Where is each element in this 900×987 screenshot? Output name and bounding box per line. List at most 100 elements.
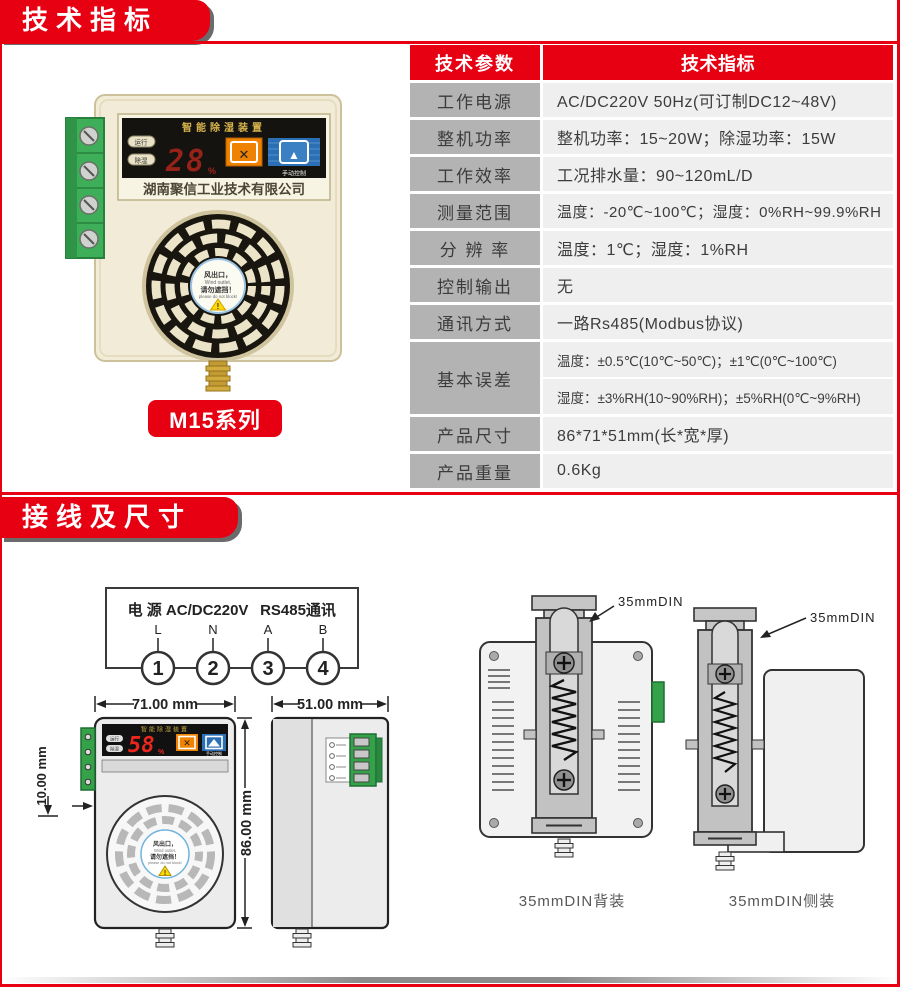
section1-hairline xyxy=(0,41,900,44)
param-cell: 控制输出 xyxy=(410,268,540,302)
value-cell: 86*71*51mm(长*宽*厚) xyxy=(543,417,893,451)
drawing-display-unit: % xyxy=(158,749,165,756)
terminal-number: 4 xyxy=(317,658,329,680)
front-offset-dim: 10.00 mm xyxy=(34,746,49,805)
terminal-letter: L xyxy=(154,622,161,637)
header-param: 技术参数 xyxy=(410,45,540,80)
error-line-humid: 湿度：±3%RH(10~90%RH)；±5%RH(0℃~9%RH) xyxy=(543,379,893,414)
close-icon: ✕ xyxy=(239,147,250,162)
drawing-fan-label-3: 请勿遮挡！ xyxy=(150,853,180,861)
value-cell: 工况排水量：90~120mL/D xyxy=(543,157,893,191)
param-cell: 整机功率 xyxy=(410,120,540,154)
dehumid-off-button[interactable]: ✕ xyxy=(225,137,263,167)
wiring-terminal-1: L 1 xyxy=(140,622,176,686)
vent-slots xyxy=(488,669,640,791)
fan-label-2: Wind outlet, xyxy=(205,280,231,286)
value-cell: 温度：-20℃~100℃；湿度：0%RH~99.9%RH xyxy=(543,194,893,228)
terminal-letter: N xyxy=(208,622,217,637)
product-photo: 智能除湿装置 运行 除湿 28 % ✕ ▲ 手动控制 湖南聚信工业技 xyxy=(65,94,342,392)
table-row: 产品尺寸 86*71*51mm(长*宽*厚) xyxy=(410,417,893,451)
param-cell: 分 辨 率 xyxy=(410,231,540,265)
param-cell: 工作电源 xyxy=(410,83,540,117)
wiring-terminal-3: A 3 xyxy=(250,622,286,686)
table-header-row: 技术参数 技术指标 xyxy=(410,45,893,80)
side-width-dim: 51.00 mm xyxy=(297,697,363,713)
drawing-warning-mark: ! xyxy=(164,870,166,877)
table-row: 控制输出 无 xyxy=(410,268,893,302)
table-row: 工作电源 AC/DC220V 50Hz(可订制DC12~48V) xyxy=(410,83,893,117)
drawing-display-digits: 58 xyxy=(128,733,155,758)
drawing-manual-label: 手动控制 xyxy=(206,750,222,756)
front-view-drawing: 71.00 mm 智能除湿装置 运行 除湿 58 % ✕ 手动控制 10.00 … xyxy=(34,694,255,948)
drawing-led-run: 运行 xyxy=(110,736,119,743)
value-cell: 温度：1℃；湿度：1%RH xyxy=(543,231,893,265)
din-side-mount-drawing: 35mmDIN xyxy=(685,607,876,871)
bottom-red-border xyxy=(0,984,900,987)
photo-display-digits: 28 xyxy=(165,144,206,179)
photo-display-unit: % xyxy=(208,166,216,176)
manual-control-label: 手动控制 xyxy=(282,170,306,178)
table-row: 工作效率 工况排水量：90~120mL/D xyxy=(410,157,893,191)
din-back-mount-drawing: 35mmDIN xyxy=(479,594,683,858)
section2-banner: 接线及尺寸 xyxy=(0,497,238,538)
fan-label-1: 风出口， xyxy=(204,270,232,279)
bottom-shadow-bar xyxy=(0,977,900,983)
drawing-fan-label-2: Wind outlet, xyxy=(154,848,176,853)
fan-grille: 风出口， Wind outlet, 请勿遮挡！ please do not bl… xyxy=(142,210,294,362)
drawing-fan-icon xyxy=(208,739,220,747)
section2-hairline xyxy=(0,492,900,495)
value-cell: 0.6Kg xyxy=(543,454,893,488)
side-view-drawing: 51.00 mm xyxy=(270,694,390,948)
value-cell: 一路Rs485(Modbus协议) xyxy=(543,305,893,339)
series-badge: M15系列 xyxy=(148,400,282,437)
wiring-power-label: 电 源 AC/DC220V xyxy=(128,601,249,619)
value-cell: 整机功率：15~20W；除湿功率：15W xyxy=(543,120,893,154)
fan-button[interactable]: ▲ xyxy=(268,138,320,166)
param-cell: 工作效率 xyxy=(410,157,540,191)
wiring-diagram: 电 源 AC/DC220V RS485通讯 L 1 N 2 A 3 B 4 xyxy=(105,587,359,686)
section1-banner: 技术指标 xyxy=(0,0,210,41)
din-rail-bracket xyxy=(685,607,765,846)
error-value-cell: 温度：±0.5℃(10℃~50℃)；±1℃(0℃~100℃) 湿度：±3%RH(… xyxy=(543,342,893,414)
din-rail-bracket xyxy=(523,595,605,834)
table-row: 测量范围 温度：-20℃~100℃；湿度：0%RH~99.9%RH xyxy=(410,194,893,228)
table-row: 产品重量 0.6Kg xyxy=(410,454,893,488)
din-back-caption: 35mmDIN背装 xyxy=(518,893,626,910)
led-run-label: 运行 xyxy=(135,138,149,147)
drawing-fan-label-4: please do not block! xyxy=(148,861,182,865)
param-cell: 通讯方式 xyxy=(410,305,540,339)
table-row-error: 基本误差 温度：±0.5℃(10℃~50℃)；±1℃(0℃~100℃) 湿度：±… xyxy=(410,342,893,414)
din-side-rail-label: 35mmDIN xyxy=(810,610,876,625)
header-value: 技术指标 xyxy=(543,45,893,80)
warning-mark: ! xyxy=(217,302,220,311)
drain-nozzle xyxy=(205,360,231,392)
param-cell: 产品重量 xyxy=(410,454,540,488)
wiring-terminal-4: B 4 xyxy=(305,622,341,686)
wiring-rs485-label: RS485通讯 xyxy=(260,602,336,619)
drawing-warning-triangle-icon xyxy=(158,865,172,876)
terminal-number: 3 xyxy=(262,658,273,680)
back-terminal-block xyxy=(651,681,665,723)
value-cell: AC/DC220V 50Hz(可订制DC12~48V) xyxy=(543,83,893,117)
table-row: 通讯方式 一路Rs485(Modbus协议) xyxy=(410,305,893,339)
drawing-panel-title: 智能除湿装置 xyxy=(141,726,189,734)
param-cell: 产品尺寸 xyxy=(410,417,540,451)
display-panel: 智能除湿装置 运行 除湿 28 % ✕ ▲ 手动控制 湖南聚信工业技 xyxy=(117,113,331,201)
fan-label-3: 请勿遮挡！ xyxy=(201,285,236,294)
param-cell: 测量范围 xyxy=(410,194,540,228)
drawing-led-dehumid: 除湿 xyxy=(110,746,119,753)
panel-title: 智能除湿装置 xyxy=(182,121,266,134)
terminal-letter: B xyxy=(319,622,328,637)
front-width-dim: 71.00 mm xyxy=(132,697,198,713)
fan-icon: ▲ xyxy=(288,148,300,162)
table-row: 整机功率 整机功率：15~20W；除湿功率：15W xyxy=(410,120,893,154)
warning-triangle-icon xyxy=(209,298,227,311)
din-side-caption: 35mmDIN侧装 xyxy=(728,893,836,910)
terminal-letter: A xyxy=(264,622,273,637)
value-cell: 无 xyxy=(543,268,893,302)
fan-label-4: please do not block! xyxy=(199,294,237,299)
led-dehumid-label: 除湿 xyxy=(135,156,149,165)
drawing-close-icon: ✕ xyxy=(183,738,191,748)
drawing-fan-label-1: 风出口， xyxy=(153,840,177,848)
